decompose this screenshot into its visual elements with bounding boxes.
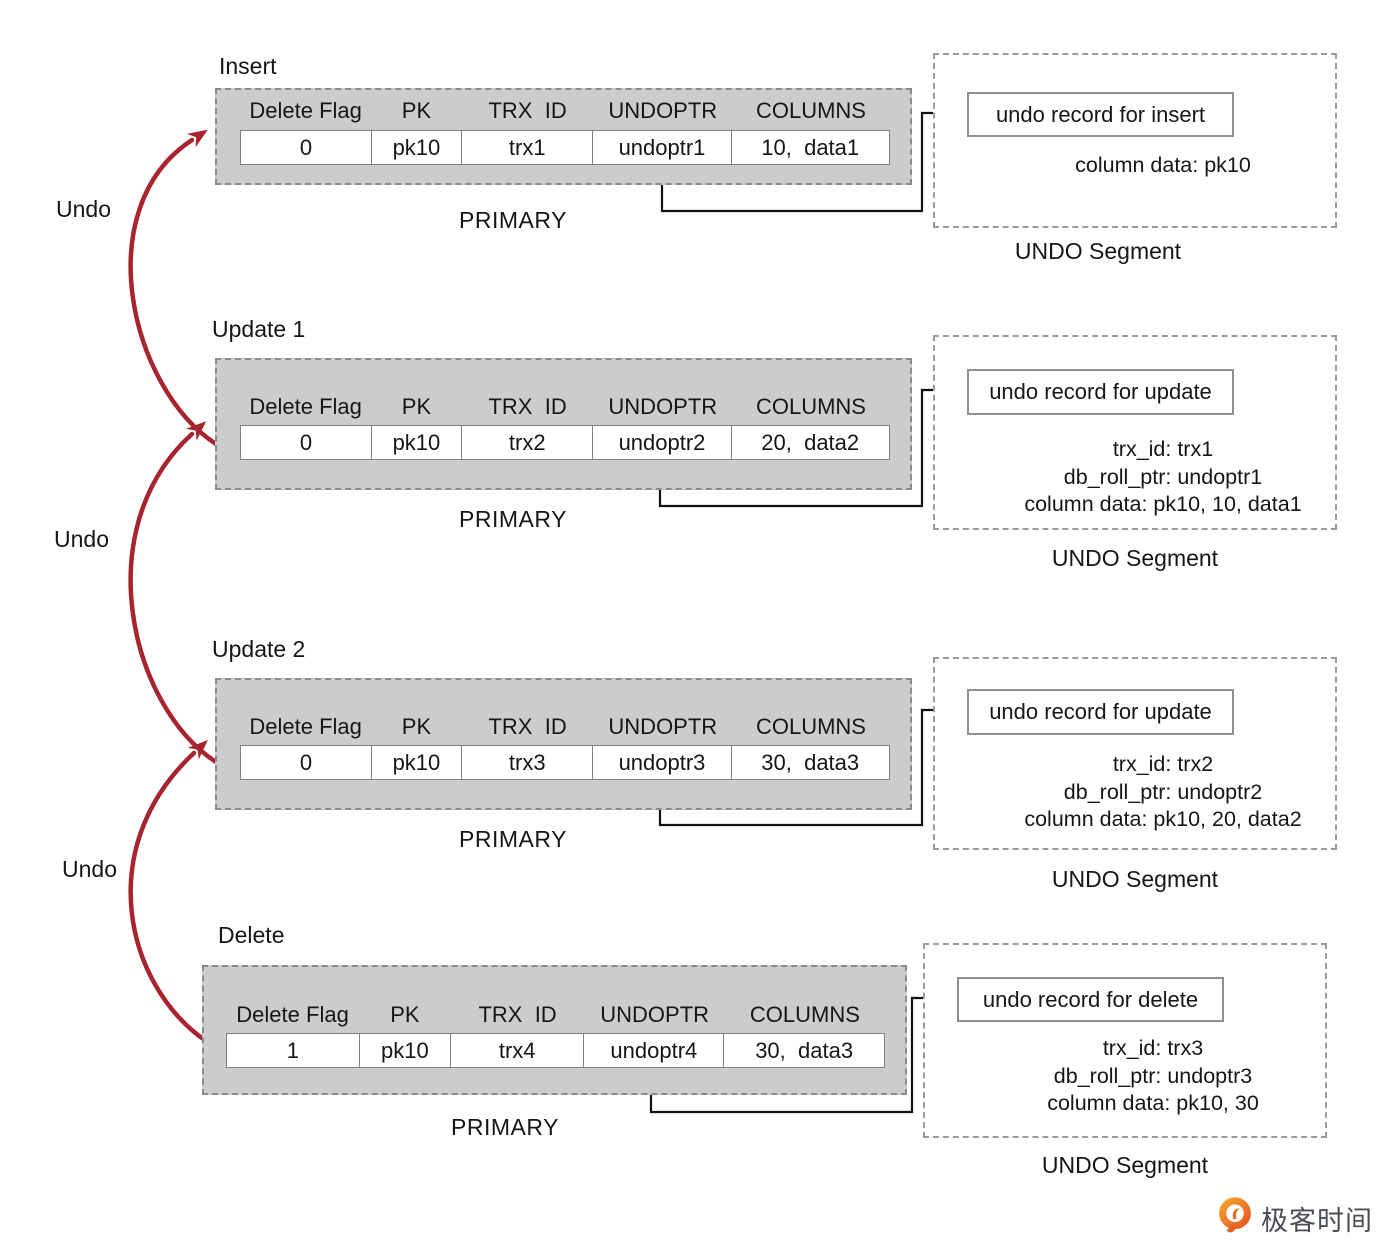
undo-arrow-label: Undo — [56, 196, 111, 222]
undo-segment-box: undo record for update trx_id: trx2 db_r… — [933, 657, 1337, 850]
undo-detail-line: column data: pk10, 30 — [1047, 1091, 1259, 1115]
col-header-delete-flag: Delete Flag — [236, 1002, 349, 1027]
undo-detail-line: db_roll_ptr: undoptr3 — [1053, 1063, 1253, 1088]
cell-trx-id: trx3 — [462, 746, 594, 779]
undo-detail-line: db_roll_ptr: undoptr2 — [1063, 779, 1263, 804]
primary-index-label: PRIMARY — [459, 826, 567, 852]
cell-columns: 10, data1 — [761, 134, 860, 160]
undo-record-details: trx_id: trx2 db_roll_ptr: undoptr2 colum… — [935, 751, 1335, 834]
row-values: 0 pk10 trx1 undoptr1 10, data1 — [240, 130, 890, 165]
cell-undoptr: undoptr2 — [593, 426, 732, 459]
row-header: Delete Flag PK TRX ID UNDOPTR COLUMNS — [240, 392, 890, 422]
cell-columns: 20, data2 — [761, 429, 860, 455]
undo-record-box: undo record for update — [967, 369, 1234, 415]
op-label: Delete — [218, 922, 285, 948]
cell-delete-flag: 1 — [227, 1034, 360, 1067]
col-header-undoptr: UNDOPTR — [608, 394, 718, 419]
cell-delete-flag: 0 — [241, 131, 372, 164]
op-label: Update 1 — [212, 316, 306, 342]
row-values: 1 pk10 trx4 undoptr4 30, data3 — [226, 1033, 885, 1068]
cell-columns: 30, data3 — [755, 1037, 854, 1063]
col-header-delete-flag: Delete Flag — [249, 394, 362, 419]
col-header-columns: COLUMNS — [755, 714, 866, 739]
undo-detail-line: db_roll_ptr: undoptr1 — [1063, 464, 1263, 489]
undo-detail-line: trx_id: trx3 — [1102, 1036, 1204, 1060]
undo-segment-label: UNDO Segment — [1014, 238, 1182, 264]
undo-detail-line: column data: pk10, 20, data2 — [1024, 807, 1302, 831]
geektime-logo-text: 极客时间 — [1261, 1205, 1373, 1236]
undo-arrow-update2-to-update1 — [128, 421, 219, 765]
undo-detail-line: column data: pk10 — [1075, 153, 1251, 177]
cell-delete-flag: 0 — [241, 426, 372, 459]
undo-segment-label: UNDO Segment — [1051, 545, 1219, 571]
col-header-undoptr: UNDOPTR — [608, 714, 718, 739]
undo-record-details: trx_id: trx1 db_roll_ptr: undoptr1 colum… — [935, 436, 1335, 519]
primary-index-label: PRIMARY — [459, 207, 567, 233]
col-header-delete-flag: Delete Flag — [249, 98, 362, 123]
undo-arrow-delete-to-update2 — [128, 740, 209, 1044]
cell-pk: pk10 — [372, 426, 462, 459]
undo-record-box: undo record for update — [967, 689, 1234, 735]
cell-delete-flag: 0 — [241, 746, 372, 779]
primary-index-label: PRIMARY — [451, 1114, 559, 1140]
col-header-pk: PK — [401, 714, 432, 739]
undo-segment-box: undo record for update trx_id: trx1 db_r… — [933, 335, 1337, 530]
col-header-trx-id: TRX ID — [478, 1002, 557, 1027]
op-label: Insert — [219, 53, 277, 79]
undo-detail-line: column data: pk10, 10, data1 — [1024, 492, 1302, 516]
undo-record-details: trx_id: trx3 db_roll_ptr: undoptr3 colum… — [925, 1035, 1325, 1118]
row-header: Delete Flag PK TRX ID UNDOPTR COLUMNS — [240, 712, 890, 742]
row-header: Delete Flag PK TRX ID UNDOPTR COLUMNS — [226, 1000, 885, 1030]
undo-arrow-label: Undo — [54, 526, 109, 552]
cell-undoptr: undoptr3 — [593, 746, 732, 779]
geektime-logo: 极客时间 — [1216, 1196, 1373, 1240]
row-record-box: Delete Flag PK TRX ID UNDOPTR COLUMNS 0 … — [215, 358, 912, 490]
undo-record-box: undo record for delete — [957, 977, 1224, 1022]
row-record-box: Delete Flag PK TRX ID UNDOPTR COLUMNS 0 … — [215, 678, 912, 810]
cell-trx-id: trx2 — [462, 426, 594, 459]
col-header-columns: COLUMNS — [749, 1002, 860, 1027]
col-header-trx-id: TRX ID — [488, 98, 567, 123]
primary-index-label: PRIMARY — [459, 506, 567, 532]
cell-trx-id: trx1 — [462, 131, 594, 164]
cell-pk: pk10 — [372, 131, 462, 164]
row-values: 0 pk10 trx2 undoptr2 20, data2 — [240, 425, 890, 460]
cell-pk: pk10 — [372, 746, 462, 779]
col-header-columns: COLUMNS — [755, 394, 866, 419]
undo-arrow-label: Undo — [62, 856, 117, 882]
undo-record-box: undo record for insert — [967, 92, 1234, 137]
op-label: Update 2 — [212, 636, 306, 662]
cell-undoptr: undoptr4 — [584, 1034, 725, 1067]
col-header-pk: PK — [401, 394, 432, 419]
col-header-trx-id: TRX ID — [488, 394, 567, 419]
undo-detail-line: trx_id: trx1 — [1112, 437, 1214, 461]
undo-segment-box: undo record for delete trx_id: trx3 db_r… — [923, 943, 1327, 1138]
col-header-delete-flag: Delete Flag — [249, 714, 362, 739]
undo-segment-box: undo record for insert column data: pk10 — [933, 53, 1337, 228]
row-values: 0 pk10 trx3 undoptr3 30, data3 — [240, 745, 890, 780]
undo-record-details: column data: pk10 — [935, 152, 1335, 180]
col-header-pk: PK — [401, 98, 432, 123]
col-header-trx-id: TRX ID — [488, 714, 567, 739]
undo-segment-label: UNDO Segment — [1051, 866, 1219, 892]
col-header-undoptr: UNDOPTR — [600, 1002, 710, 1027]
row-header: Delete Flag PK TRX ID UNDOPTR COLUMNS — [240, 96, 890, 126]
undo-arrow-update1-to-insert — [128, 129, 219, 447]
undo-detail-line: trx_id: trx2 — [1112, 752, 1214, 776]
col-header-undoptr: UNDOPTR — [608, 98, 718, 123]
cell-pk: pk10 — [360, 1034, 452, 1067]
col-header-columns: COLUMNS — [755, 98, 866, 123]
undo-segment-label: UNDO Segment — [1041, 1152, 1209, 1178]
geektime-logo-icon — [1219, 1197, 1251, 1233]
row-record-box: Delete Flag PK TRX ID UNDOPTR COLUMNS 0 … — [215, 88, 912, 185]
col-header-pk: PK — [390, 1002, 420, 1027]
cell-columns: 30, data3 — [761, 749, 860, 775]
row-record-box: Delete Flag PK TRX ID UNDOPTR COLUMNS 1 … — [202, 965, 907, 1095]
cell-trx-id: trx4 — [451, 1034, 585, 1067]
cell-undoptr: undoptr1 — [593, 131, 732, 164]
